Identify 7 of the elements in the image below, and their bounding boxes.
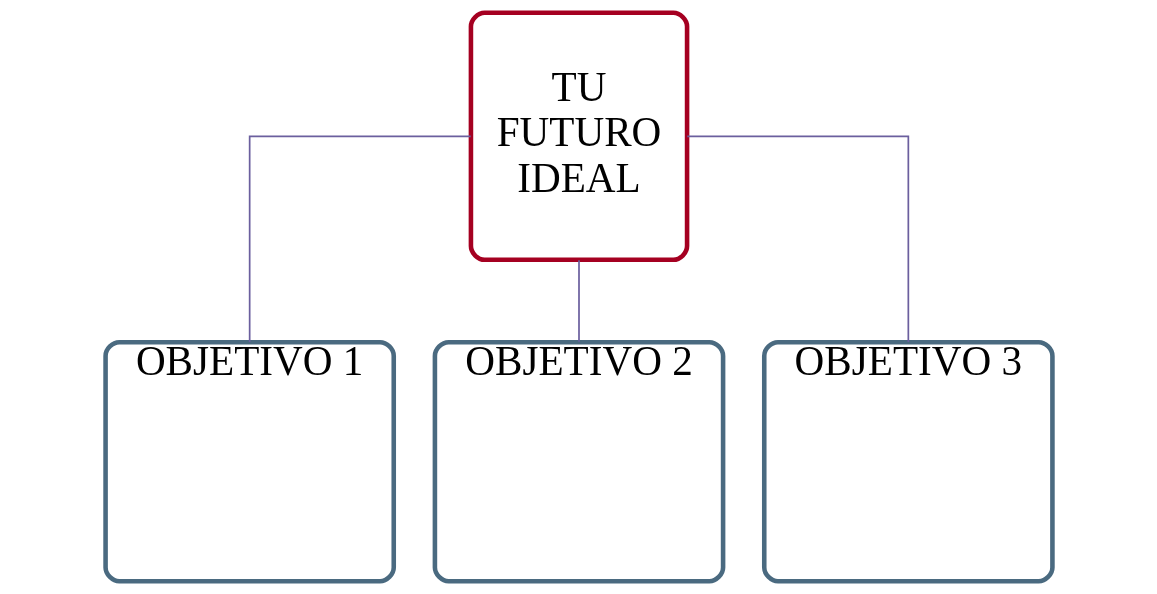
connector	[685, 135, 909, 343]
node-box: OBJETIVO 1	[102, 339, 396, 584]
node-box: TU FUTURO IDEAL	[468, 10, 689, 263]
connector	[577, 259, 580, 343]
connector	[248, 135, 472, 343]
node-box: OBJETIVO 3	[761, 339, 1055, 584]
node-box: OBJETIVO 2	[432, 339, 725, 584]
